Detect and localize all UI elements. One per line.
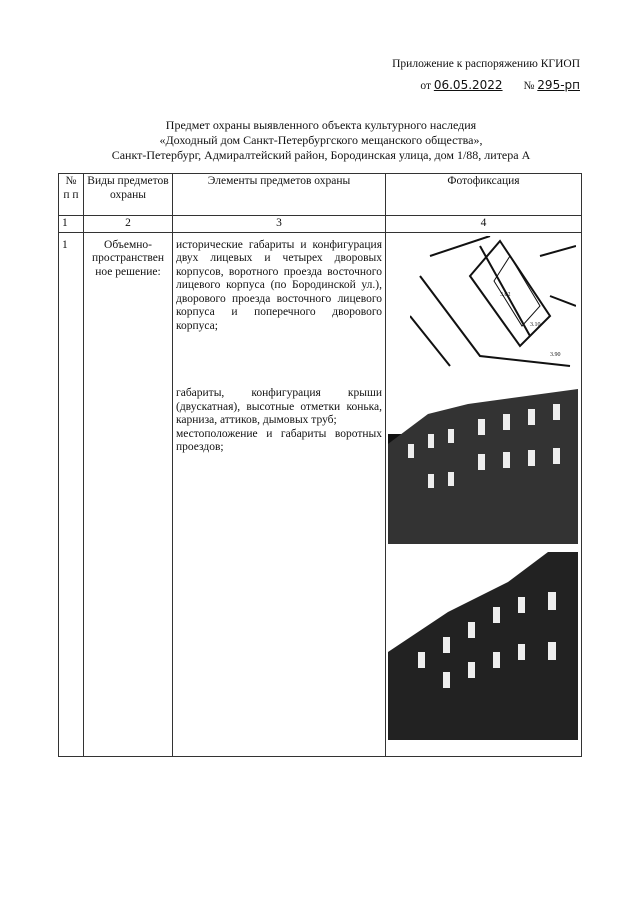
from-label: от [420, 80, 431, 92]
element-1: исторические габариты и конфигурация дву… [176, 238, 382, 332]
col-num-2: 2 [83, 215, 173, 233]
header-elements: Элементы предметов охраны [172, 173, 386, 216]
document-title: Предмет охраны выявленного объекта культ… [60, 118, 582, 163]
svg-text:3.90: 3.90 [550, 352, 561, 358]
order-date: 06.05.2022 [433, 78, 503, 92]
svg-text:3.10: 3.10 [530, 322, 541, 328]
row-elements: исторические габариты и конфигурация дву… [172, 231, 386, 757]
number-label: № [523, 80, 535, 92]
title-line-1: Предмет охраны выявленного объекта культ… [165, 118, 477, 132]
title-line-3: Санкт-Петербург, Адмиралтейский район, Б… [111, 148, 531, 162]
building-photo-1 [388, 384, 578, 544]
order-reference: от 06.05.2022 № 295-рп [420, 78, 580, 92]
header-photo: Фотофиксация [385, 173, 582, 216]
header-num: № п п [58, 173, 84, 216]
table-header-row: № п п Виды предметов охраны Элементы пре… [58, 173, 582, 216]
element-3: местоположение и габариты воротных проез… [176, 427, 382, 454]
svg-text:3.02: 3.02 [500, 292, 511, 298]
building-photo-2 [388, 552, 578, 740]
col-num-3: 3 [172, 215, 386, 233]
column-number-row: 1 2 3 4 [58, 215, 582, 233]
appendix-label: Приложение к распоряжению КГИОП [392, 58, 580, 70]
order-number: 295-рп [537, 78, 580, 92]
row-type: Объемно-пространствен ное решение: [83, 231, 173, 757]
header-type: Виды предметов охраны [83, 173, 173, 216]
site-plan-image: 3.02 3.10 3.90 [410, 236, 576, 372]
element-2: габариты, конфигурация крыши (двускатная… [176, 387, 382, 426]
col-num-4: 4 [385, 215, 582, 233]
col-num-1: 1 [58, 215, 84, 233]
row-number: 1 [58, 231, 84, 757]
title-line-2: «Доходный дом Санкт-Петербургского мещан… [159, 133, 483, 147]
